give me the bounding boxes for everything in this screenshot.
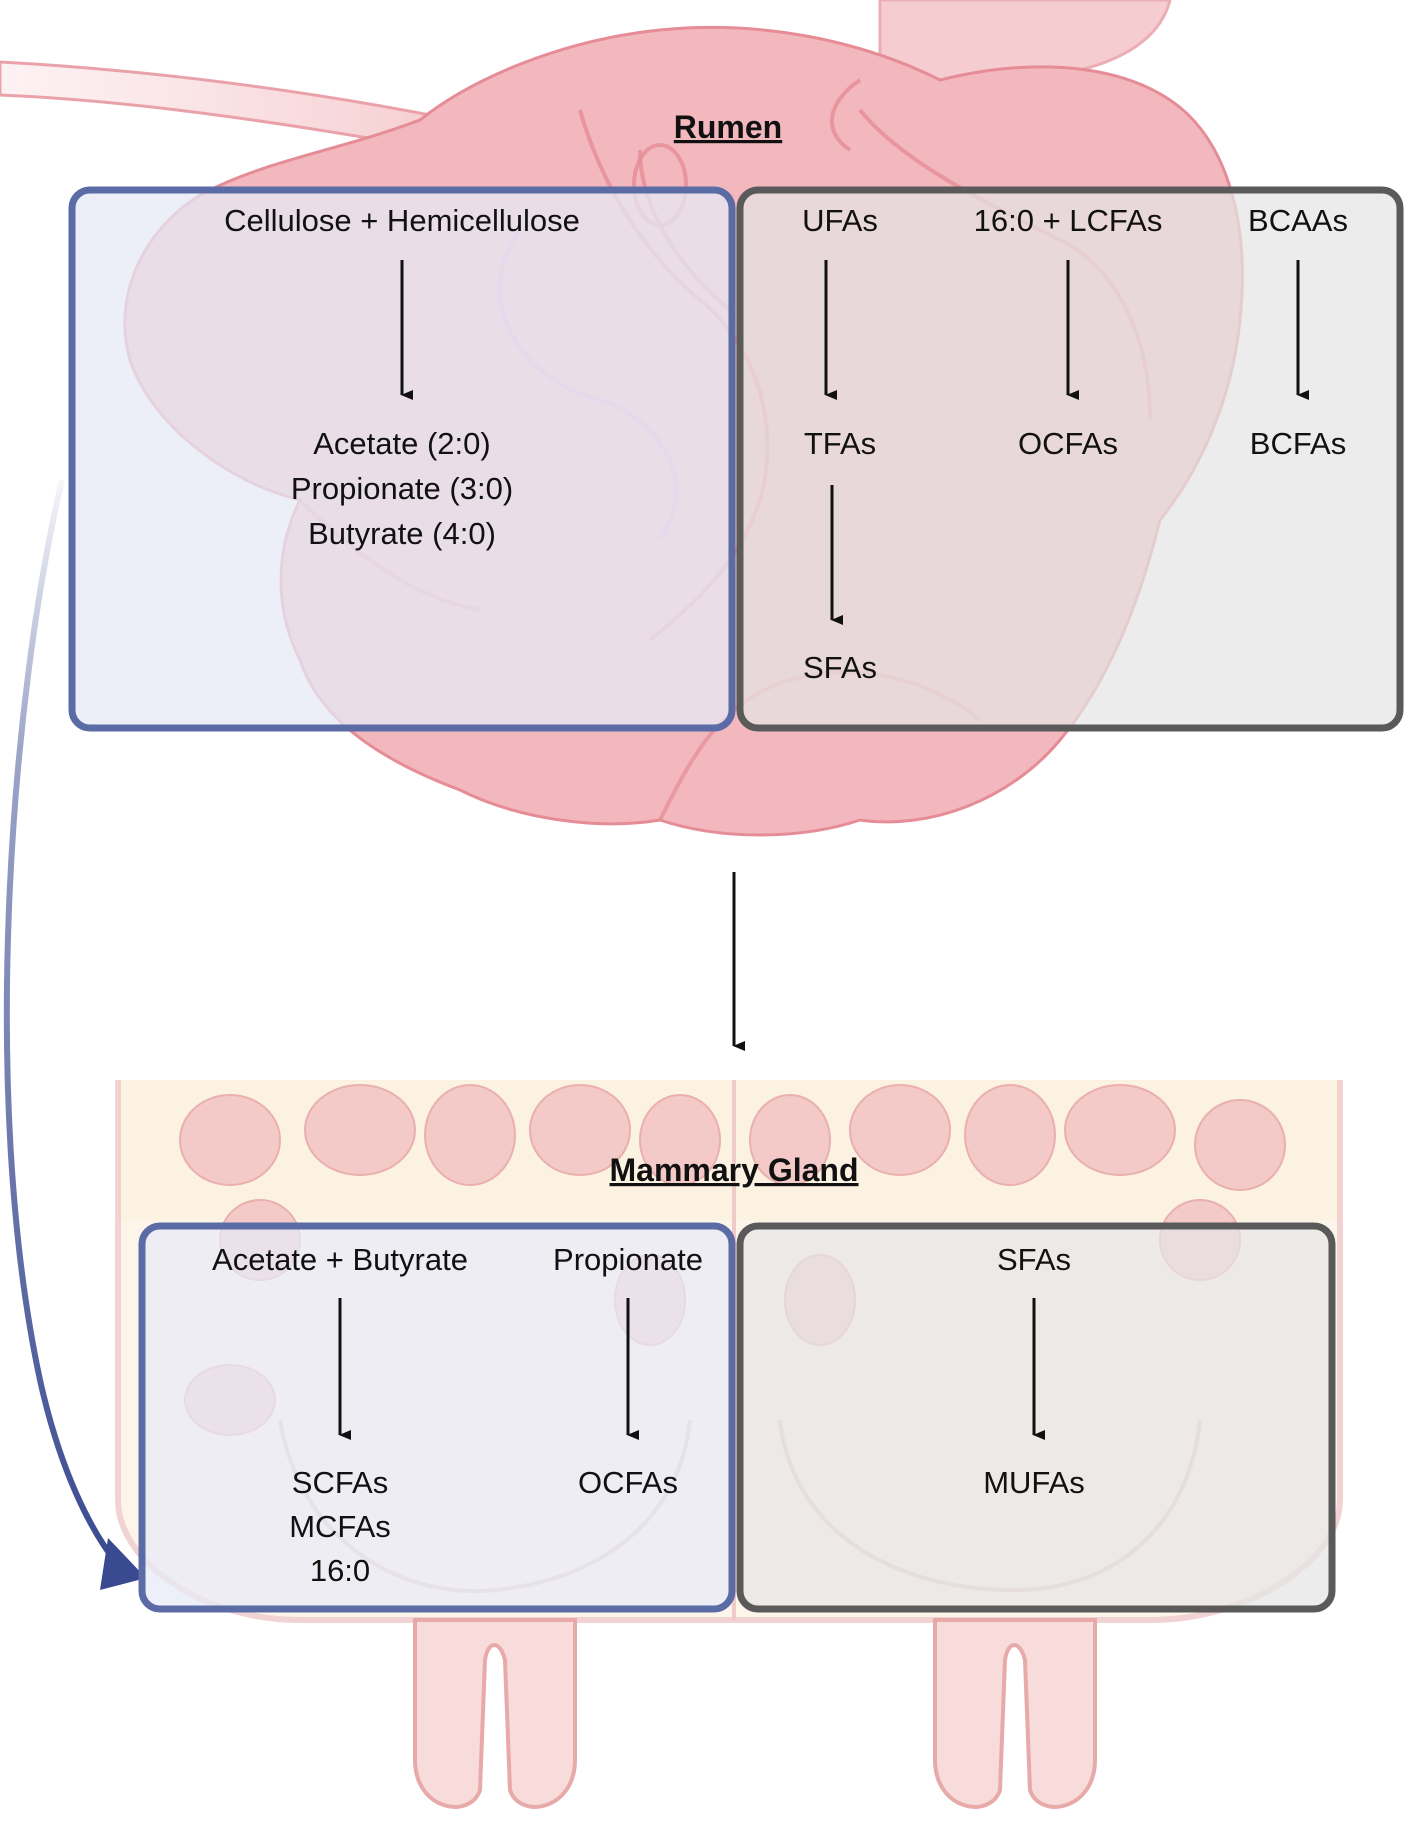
mufas-label: MUFAs xyxy=(983,1465,1085,1500)
propionate-label: Propionate (3:0) xyxy=(291,471,513,506)
rumen-lipid-box xyxy=(736,186,1404,732)
tfas-label: TFAs xyxy=(804,426,876,461)
acetate-butyrate-label: Acetate + Butyrate xyxy=(212,1242,468,1277)
butyrate-label: Butyrate (4:0) xyxy=(308,516,496,551)
mammary-gland-title: Mammary Gland xyxy=(610,1152,859,1188)
bcaas-label: BCAAs xyxy=(1248,203,1348,238)
mammary-desaturation-box xyxy=(736,1222,1336,1613)
rumen-title: Rumen xyxy=(674,109,782,145)
rumen-carbohydrate-box xyxy=(68,186,736,732)
ocfas-mammary-label: OCFAs xyxy=(578,1465,678,1500)
mcfas-label: MCFAs xyxy=(289,1509,391,1544)
16-0-mammary-label: 16:0 xyxy=(310,1553,370,1588)
sfas-rumen-label: SFAs xyxy=(803,650,877,685)
sfas-mammary-label: SFAs xyxy=(997,1242,1071,1277)
cellulose-hemicellulose-label: Cellulose + Hemicellulose xyxy=(224,203,580,238)
ocfas-rumen-label: OCFAs xyxy=(1018,426,1118,461)
16-0-lcfas-label: 16:0 + LCFAs xyxy=(974,203,1163,238)
mammary-denovo-box xyxy=(138,1222,736,1613)
bcfas-label: BCFAs xyxy=(1250,426,1346,461)
acetate-label: Acetate (2:0) xyxy=(313,426,490,461)
side-arrow-vfa-to-mammary xyxy=(3,479,121,1567)
ufas-label: UFAs xyxy=(802,203,878,238)
scfas-label: SCFAs xyxy=(292,1465,388,1500)
propionate-mammary-label: Propionate xyxy=(553,1242,703,1277)
side-arrow-head xyxy=(100,1538,146,1590)
